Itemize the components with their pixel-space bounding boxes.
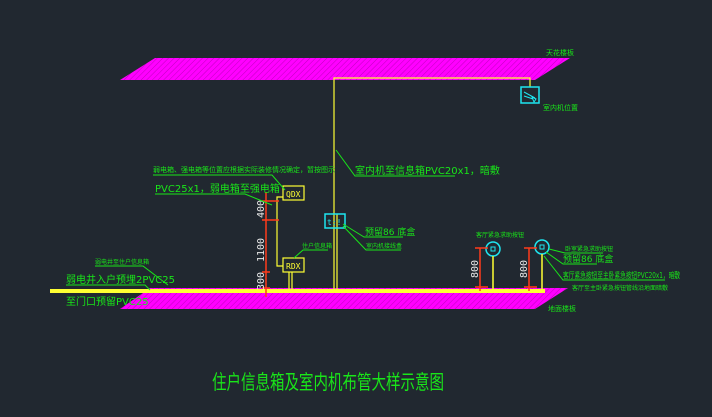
right-pipe-label: 客厅紧急按钮至主卧紧急按钮PVC20x1，暗敷 bbox=[563, 270, 680, 280]
riser-pipe bbox=[333, 77, 531, 291]
incoming-leader-2 bbox=[66, 284, 151, 291]
box-qdx[interactable] bbox=[282, 185, 305, 201]
junction-box-glyph: t:! bbox=[327, 218, 341, 227]
incoming-leader-1 bbox=[95, 265, 169, 286]
dim-400: 400 bbox=[256, 200, 267, 218]
box-qdx-label: QDX bbox=[286, 190, 301, 199]
floor-slab-label: 地面楼板 bbox=[548, 304, 576, 313]
indoor-unit-glyph bbox=[523, 91, 537, 104]
qdx-pipe-label: PVC25x1，弱电箱至强电箱 bbox=[155, 182, 280, 195]
box86-leader bbox=[342, 223, 403, 251]
ceiling-slab bbox=[120, 58, 570, 80]
rdx-label: 住户信息箱 bbox=[302, 242, 332, 250]
dim-300: 300 bbox=[256, 272, 267, 290]
right-pipe-note: 客厅至主卧紧急按钮管线沿地面暗敷 bbox=[572, 284, 668, 292]
indoor-unit-icon bbox=[520, 86, 540, 104]
incoming-label-2: 弱电井入户预埋2PVC25 bbox=[66, 273, 175, 286]
qdx-pipe-leader bbox=[155, 193, 273, 206]
incoming-label-1: 弱电井至住户信息箱 bbox=[95, 258, 149, 266]
ceiling-slab-label: 天花楼板 bbox=[546, 48, 574, 57]
right-button-label: 卧室紧急求助按钮 bbox=[565, 245, 613, 253]
junction-box-icon bbox=[324, 213, 346, 229]
rdx-leader bbox=[293, 249, 328, 259]
button-pipe bbox=[492, 254, 543, 291]
box-rdx-label: RDX bbox=[286, 262, 301, 271]
riser-leader bbox=[335, 149, 455, 177]
emergency-button-icon[interactable] bbox=[534, 239, 550, 255]
emergency-button-center bbox=[490, 246, 496, 252]
drawing-title: 住户信息箱及室内机布管大样示意图 bbox=[212, 370, 444, 394]
dim-800-left: 800 bbox=[470, 260, 481, 278]
box86-label: 预留86 底盒 bbox=[365, 226, 415, 238]
right-button-leaders bbox=[543, 248, 665, 281]
box86-note: 室内机接线盒 bbox=[366, 242, 402, 250]
qdx-note-leader bbox=[153, 174, 286, 191]
indoor-unit-label: 室内机位置 bbox=[543, 103, 578, 112]
right-box86-label: 预留86 底盒 bbox=[563, 253, 613, 265]
box-rdx[interactable] bbox=[282, 257, 305, 273]
button-dimension bbox=[475, 247, 537, 291]
dim-1100: 1100 bbox=[256, 238, 267, 262]
dim-800-right: 800 bbox=[519, 260, 530, 278]
emergency-button-center bbox=[539, 244, 545, 250]
left-button-label: 客厅紧急求助按钮 bbox=[476, 231, 524, 239]
dimension-line bbox=[262, 192, 279, 297]
riser-pipe-label: 室内机至信息箱PVC20x1，暗敷 bbox=[355, 164, 500, 177]
emergency-button-icon[interactable] bbox=[485, 241, 501, 257]
incoming-label-3: 至门口预留PVC25 bbox=[66, 295, 149, 308]
qdx-note: 弱电箱、强电箱等位置应根据实际装修情况确定，暂按图示 bbox=[153, 165, 335, 174]
qdx-rdx-pipe bbox=[276, 196, 293, 291]
floor-slab bbox=[120, 288, 568, 309]
